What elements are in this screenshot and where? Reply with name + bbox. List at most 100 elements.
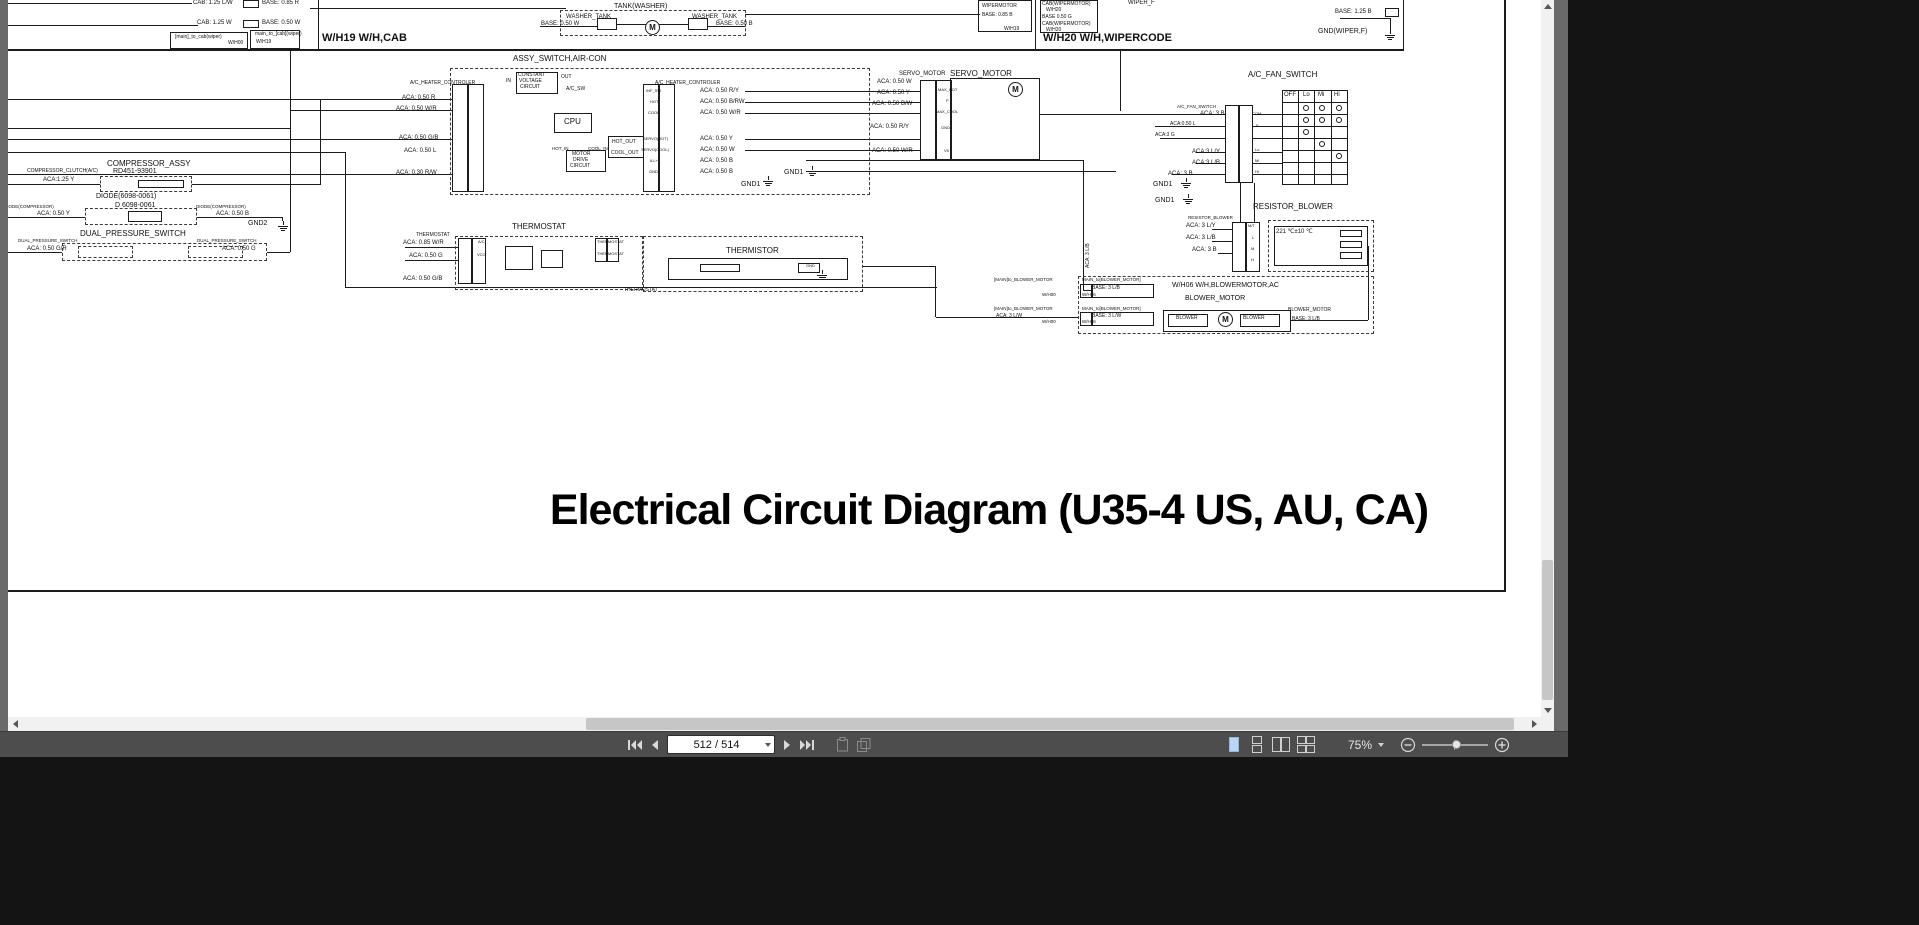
component-box (1040, 0, 1098, 33)
scroll-right-arrow[interactable] (1527, 717, 1541, 731)
horizontal-scrollbar[interactable] (8, 717, 1541, 731)
schematic-label: HOT_OUT (612, 139, 636, 145)
schematic-label: ACA: 0.50 R/Y (700, 88, 740, 94)
horizontal-scroll-thumb[interactable] (586, 718, 1514, 730)
facing-layout-icon (1272, 737, 1290, 752)
wire (1298, 90, 1299, 185)
zoom-controls-group: 75% (1348, 732, 1510, 757)
schematic-label: BASE: 0.50 W (262, 20, 301, 26)
component-box (566, 150, 606, 172)
zoom-slider-knob[interactable] (1452, 739, 1462, 749)
schematic-label: ACA: 0.50 W (700, 147, 735, 153)
wire (0, 3, 192, 4)
schematic-label: GND (806, 263, 815, 268)
component-box (472, 238, 486, 284)
page-number-value[interactable]: 512 / 514 (693, 738, 740, 751)
wire (320, 99, 321, 185)
schematic-label: DUAL_PRESSURE_SWITCH (197, 238, 257, 243)
schematic-label: ACA: 0.50 Y (700, 136, 733, 142)
wire (1083, 160, 1084, 290)
contact-circle (1336, 105, 1342, 111)
component-box (1340, 241, 1362, 248)
schematic-label: main_to_[cab](wiper) (255, 31, 302, 37)
clipboard-button[interactable] (836, 735, 849, 755)
zoom-out-icon (1400, 737, 1416, 752)
schematic-label: ACA: 0.50 G/B (399, 135, 439, 141)
wire (345, 287, 937, 288)
component-box (452, 84, 468, 192)
first-page-button[interactable] (628, 735, 643, 755)
schematic-label: W/H00 (1042, 292, 1056, 297)
wire (1291, 320, 1368, 321)
schematic-label: CAB: 1.25 W (197, 20, 232, 26)
component-box (468, 84, 484, 192)
zoom-dropdown-caret-icon[interactable] (1378, 742, 1385, 747)
vertical-scrollbar[interactable] (1541, 0, 1554, 717)
schematic-label: MAX_COOL (936, 109, 959, 114)
scroll-up-arrow[interactable] (1541, 0, 1554, 13)
zoom-level-value[interactable]: 75% (1348, 737, 1373, 752)
schematic-label: MI (1255, 158, 1260, 163)
component-box (243, 0, 259, 8)
wire (1212, 229, 1232, 230)
wire (282, 217, 283, 221)
schematic-label: CIRCUIT (570, 163, 591, 169)
layout-facing-continuous-button[interactable] (1297, 735, 1315, 755)
schematic-label: [MAIN]to_BLOWER_MOTOR (994, 277, 1053, 282)
component-box (1282, 90, 1348, 185)
last-page-button[interactable] (799, 735, 814, 755)
schematic-label: D 6098-0061 (115, 202, 156, 209)
schematic-label: GND2 (248, 220, 268, 227)
schematic-label: ACA: 0.85 W/R (403, 240, 444, 246)
schematic-label: MAX_HOT (938, 87, 958, 92)
wire (1253, 126, 1282, 127)
wire (1035, 0, 1036, 49)
wire (1254, 183, 1255, 222)
layout-single-page-button[interactable] (1226, 735, 1242, 755)
wire (745, 102, 920, 103)
component-box (1078, 276, 1374, 334)
schematic-label: ACA:3 L/Y (1192, 149, 1221, 155)
wire (1253, 163, 1282, 164)
page-combo-caret-icon[interactable] (765, 742, 771, 747)
schematic-label: CONSTANT (518, 72, 546, 78)
schematic-label: GND (649, 169, 658, 174)
next-page-button[interactable] (783, 735, 791, 755)
schematic-label: IN (506, 78, 511, 84)
zoom-in-icon (1494, 737, 1510, 752)
wire (1282, 162, 1348, 163)
schematic-label: Lo (1255, 147, 1260, 152)
layout-facing-button[interactable] (1272, 735, 1290, 755)
zoom-in-button[interactable] (1494, 735, 1510, 755)
right-triangle-icon (1531, 720, 1537, 728)
wire (310, 8, 566, 9)
motor-symbol: M (645, 20, 660, 35)
layout-continuous-button[interactable] (1249, 735, 1265, 755)
zoom-out-button[interactable] (1400, 735, 1416, 755)
component-box (1163, 310, 1291, 332)
schematic-label: CAB(WIPERMOTOR) (1042, 21, 1091, 27)
schematic-label: ASSY_SWITCH,AIR-CON (513, 54, 607, 63)
wire (290, 110, 452, 111)
clipboard-icon (837, 737, 848, 752)
page-number-combobox[interactable]: 512 / 514 (667, 735, 775, 754)
wire (1253, 114, 1282, 115)
schematic-label: M (1251, 246, 1255, 251)
schematic-label: W/H20 (1046, 7, 1062, 13)
schematic-label: V5 (944, 148, 949, 153)
schematic-label: ACA: 3 L/B (1186, 235, 1216, 241)
schematic-label: ACA: 0.50 W/R (700, 110, 741, 116)
component-box (1340, 252, 1362, 259)
schematic-label: ACA:3 G (1155, 132, 1175, 138)
schematic-label: CAB: 1.25 L/W (193, 0, 233, 6)
component-box (85, 208, 197, 225)
vertical-scroll-thumb[interactable] (1542, 560, 1553, 700)
schematic-label: ACA: 3 B (1200, 111, 1225, 117)
snapshot-button[interactable] (857, 735, 871, 755)
scroll-left-arrow[interactable] (8, 717, 22, 731)
scroll-down-arrow[interactable] (1541, 704, 1554, 717)
schematic-label: ACA: 0.50 G (222, 246, 256, 252)
schematic-label: MAIN_to[BLOWER_MOTOR] (1082, 277, 1141, 282)
previous-page-button[interactable] (651, 735, 659, 755)
